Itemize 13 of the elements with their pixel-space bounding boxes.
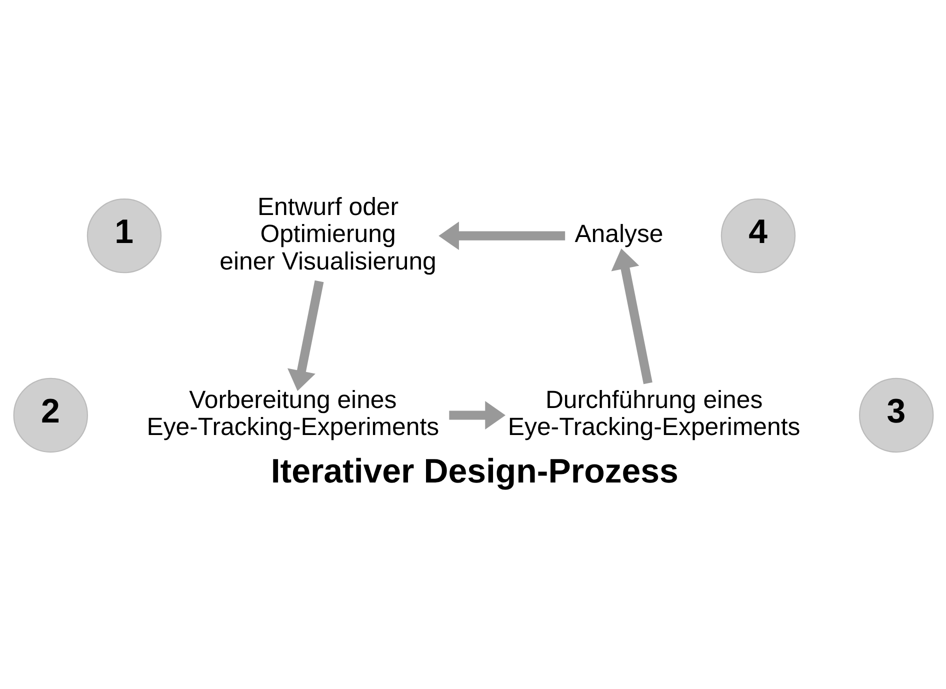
node-circle: 4: [720, 198, 796, 274]
arrow: [286, 280, 324, 391]
node-text: Analyse: [574, 220, 663, 248]
arrow: [610, 248, 652, 384]
arrow: [448, 401, 505, 430]
diagram-title: Iterativer Design-Prozess: [270, 452, 678, 491]
node-circle: 3: [858, 378, 934, 453]
node-text: Durchführung eines Eye-Tracking-Experiments: [507, 386, 800, 442]
node-text: Vorbereitung eines Eye-Tracking-Experiments: [146, 386, 439, 442]
arrow: [438, 222, 565, 250]
node-circle: 1: [86, 198, 162, 274]
node-text: Entwurf oder Optimierung einer Visualisierung: [219, 192, 436, 276]
node-circle: 2: [12, 378, 88, 453]
